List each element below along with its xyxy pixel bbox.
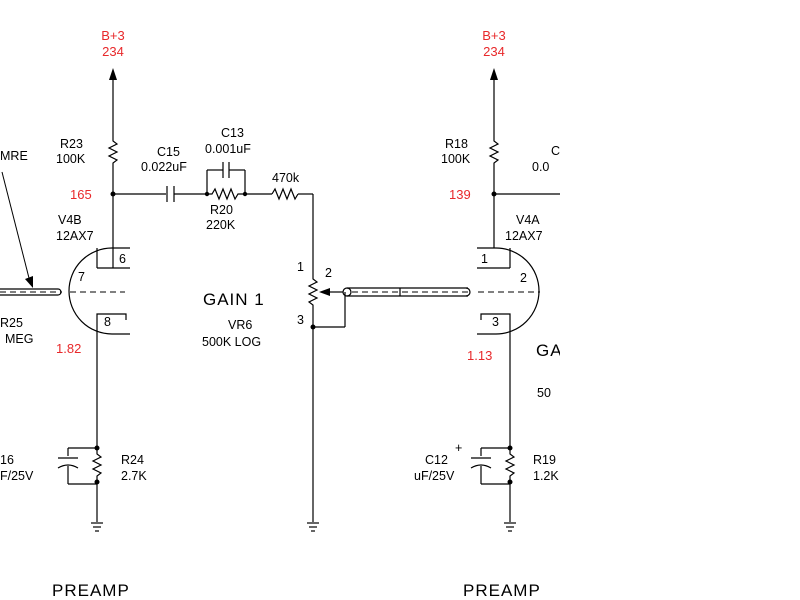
pot-pin3: 3	[297, 313, 304, 327]
left-plate-resistor	[107, 138, 119, 166]
left-bright-cap-ref: C13	[221, 126, 244, 140]
right-ground-symbol	[504, 522, 516, 532]
cropped-area	[560, 0, 800, 600]
right-tube-pin-plate: 1	[481, 252, 488, 266]
right-cathode-voltage: 1.13	[467, 348, 492, 363]
right-cap-ref: C	[551, 144, 560, 158]
right-footer-label: PREAMP	[463, 581, 541, 600]
pot-ref: VR6	[228, 318, 252, 332]
left-plate-resistor-value: 100K	[56, 152, 86, 166]
right-plate-resistor-ref: R18	[445, 137, 468, 151]
right-cathode-cap-value: uF/25V	[414, 469, 455, 483]
left-tube-pin-plate: 6	[119, 252, 126, 266]
left-tube-type: 12AX7	[56, 229, 94, 243]
pot-resistor	[307, 276, 319, 312]
left-cathode-resistor-value: 2.7K	[121, 469, 147, 483]
left-footer-label: PREAMP	[52, 581, 130, 600]
right-cathode-resistor	[504, 450, 516, 482]
pot-name: GAIN 1	[203, 290, 265, 309]
left-cathode-cap-value: F/25V	[0, 469, 34, 483]
left-cathode-cap-ref: 16	[0, 453, 14, 467]
right-cathode-cap-polarity: +	[455, 441, 462, 455]
left-stage: B+3 234 R23 100K 165 C15 0.022uF C13 0.0…	[0, 28, 313, 600]
added-resistor-value: 470k	[272, 171, 300, 185]
left-series-resistor	[207, 187, 245, 201]
left-cathode-resistor	[91, 450, 103, 482]
right-tube-envelope	[477, 247, 540, 335]
right-cut-label-1: GA	[536, 341, 563, 360]
left-supply-name: B+3	[101, 28, 125, 43]
pot-ground-symbol	[307, 522, 319, 532]
left-ground-symbol	[91, 522, 103, 532]
right-cap-value: 0.0	[532, 160, 549, 174]
left-cathode-voltage: 1.82	[56, 341, 81, 356]
right-tube-ref: V4A	[516, 213, 540, 227]
right-supply-voltage: 234	[483, 44, 505, 59]
left-tube-pin-cathode: 8	[104, 315, 111, 329]
right-stage: B+3 234 R18 100K 139 C 0.0 V4A 12AX7 1 2…	[414, 28, 563, 600]
pot-value: 500K LOG	[202, 335, 261, 349]
right-plate-resistor-value: 100K	[441, 152, 471, 166]
left-series-resistor-value: 220K	[206, 218, 236, 232]
right-tube-type: 12AX7	[505, 229, 543, 243]
left-bright-cap-value: 0.001uF	[205, 142, 251, 156]
left-coupling-cap-ref: C15	[157, 145, 180, 159]
right-supply-name: B+3	[482, 28, 506, 43]
left-cathode-resistor-ref: R24	[121, 453, 144, 467]
left-series-resistor-ref: R20	[210, 203, 233, 217]
right-tube-pin-cathode: 3	[492, 315, 499, 329]
left-tube-ref: V4B	[58, 213, 82, 227]
left-plate-voltage: 165	[70, 187, 92, 202]
left-supply-arrow	[109, 68, 117, 80]
pot-pin2: 2	[325, 266, 332, 280]
right-cathode-resistor-value: 1.2K	[533, 469, 559, 483]
pot-wiper-arrow	[319, 288, 330, 296]
left-supply-voltage: 234	[102, 44, 124, 59]
left-tube-pin-grid: 7	[78, 270, 85, 284]
left-plate-resistor-ref: R23	[60, 137, 83, 151]
right-cathode-cap-ref: C12	[425, 453, 448, 467]
right-tube-pin-grid: 2	[520, 271, 527, 285]
right-plate-resistor	[488, 138, 500, 166]
left-input-label-partial: MRE	[0, 149, 28, 163]
added-resistor	[271, 187, 299, 201]
right-supply-arrow	[490, 68, 498, 80]
left-coupling-cap-value: 0.022uF	[141, 160, 187, 174]
left-grid-resistor-value: MEG	[5, 332, 33, 346]
left-grid-resistor-ref: R25	[0, 316, 23, 330]
pot-pin1: 1	[297, 260, 304, 274]
gain-pot: 1 2 3 GAIN 1 VR6 500K LOG	[202, 194, 471, 532]
right-plate-voltage: 139	[449, 187, 471, 202]
right-cut-label-2: 50	[537, 386, 551, 400]
right-cathode-resistor-ref: R19	[533, 453, 556, 467]
